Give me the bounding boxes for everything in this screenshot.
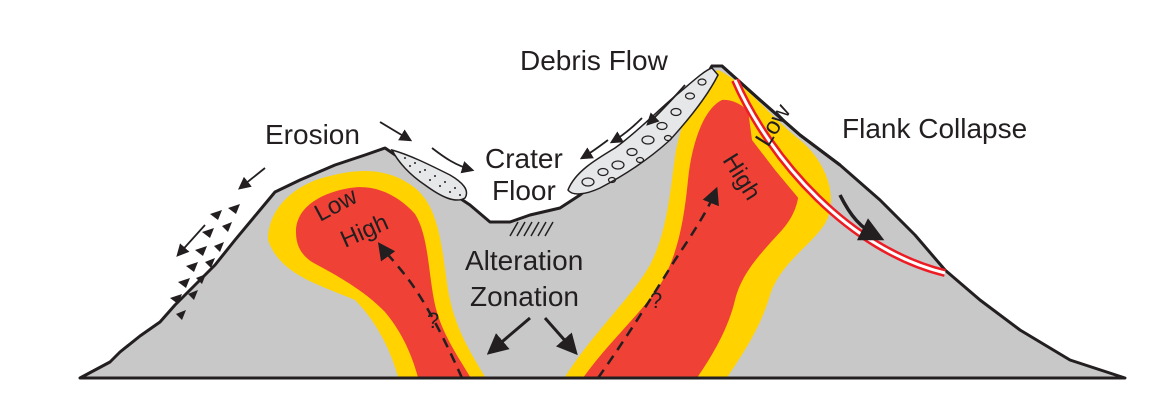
crater-floor-hatching (509, 221, 554, 237)
left-fluid-pathway-arrow (377, 242, 464, 379)
label-question-left: ? (427, 308, 439, 333)
erosion-summit-arrow (379, 121, 413, 142)
label-erosion: Erosion (265, 119, 360, 150)
erosion-stipple (404, 157, 461, 196)
erosion-arrow-upper (238, 167, 266, 190)
erosion-deposit-arrow (431, 147, 475, 174)
label-question-right: ? (650, 288, 662, 313)
volcano-edifice (78, 64, 1127, 380)
debris-clasts (581, 78, 707, 187)
debris-flow-arrow-2 (609, 117, 643, 144)
label-alteration: Alteration (465, 245, 583, 276)
label-zonation: Zonation (470, 281, 579, 312)
right-high-alteration-zone (578, 99, 799, 378)
talus-blocks (170, 204, 240, 320)
alteration-arrow-right (543, 317, 578, 356)
debris-flow-deposit (567, 67, 719, 195)
erosion-arrow-lower (176, 224, 206, 257)
label-flank-collapse: Flank Collapse (842, 113, 1027, 144)
debris-flow-arrow-3 (579, 139, 609, 160)
left-high-alteration-zone (296, 187, 475, 378)
debris-flow-arrow-1 (646, 84, 686, 126)
alteration-arrow-left (486, 316, 531, 355)
label-crater: Crater (485, 143, 563, 174)
flank-collapse-arrow (838, 194, 885, 241)
flank-collapse-surface-inner (733, 79, 946, 275)
right-fluid-pathway-arrow (596, 186, 719, 379)
label-floor: Floor (492, 175, 556, 206)
label-debris-flow: Debris Flow (520, 45, 669, 76)
erosion-deposit (390, 148, 468, 201)
